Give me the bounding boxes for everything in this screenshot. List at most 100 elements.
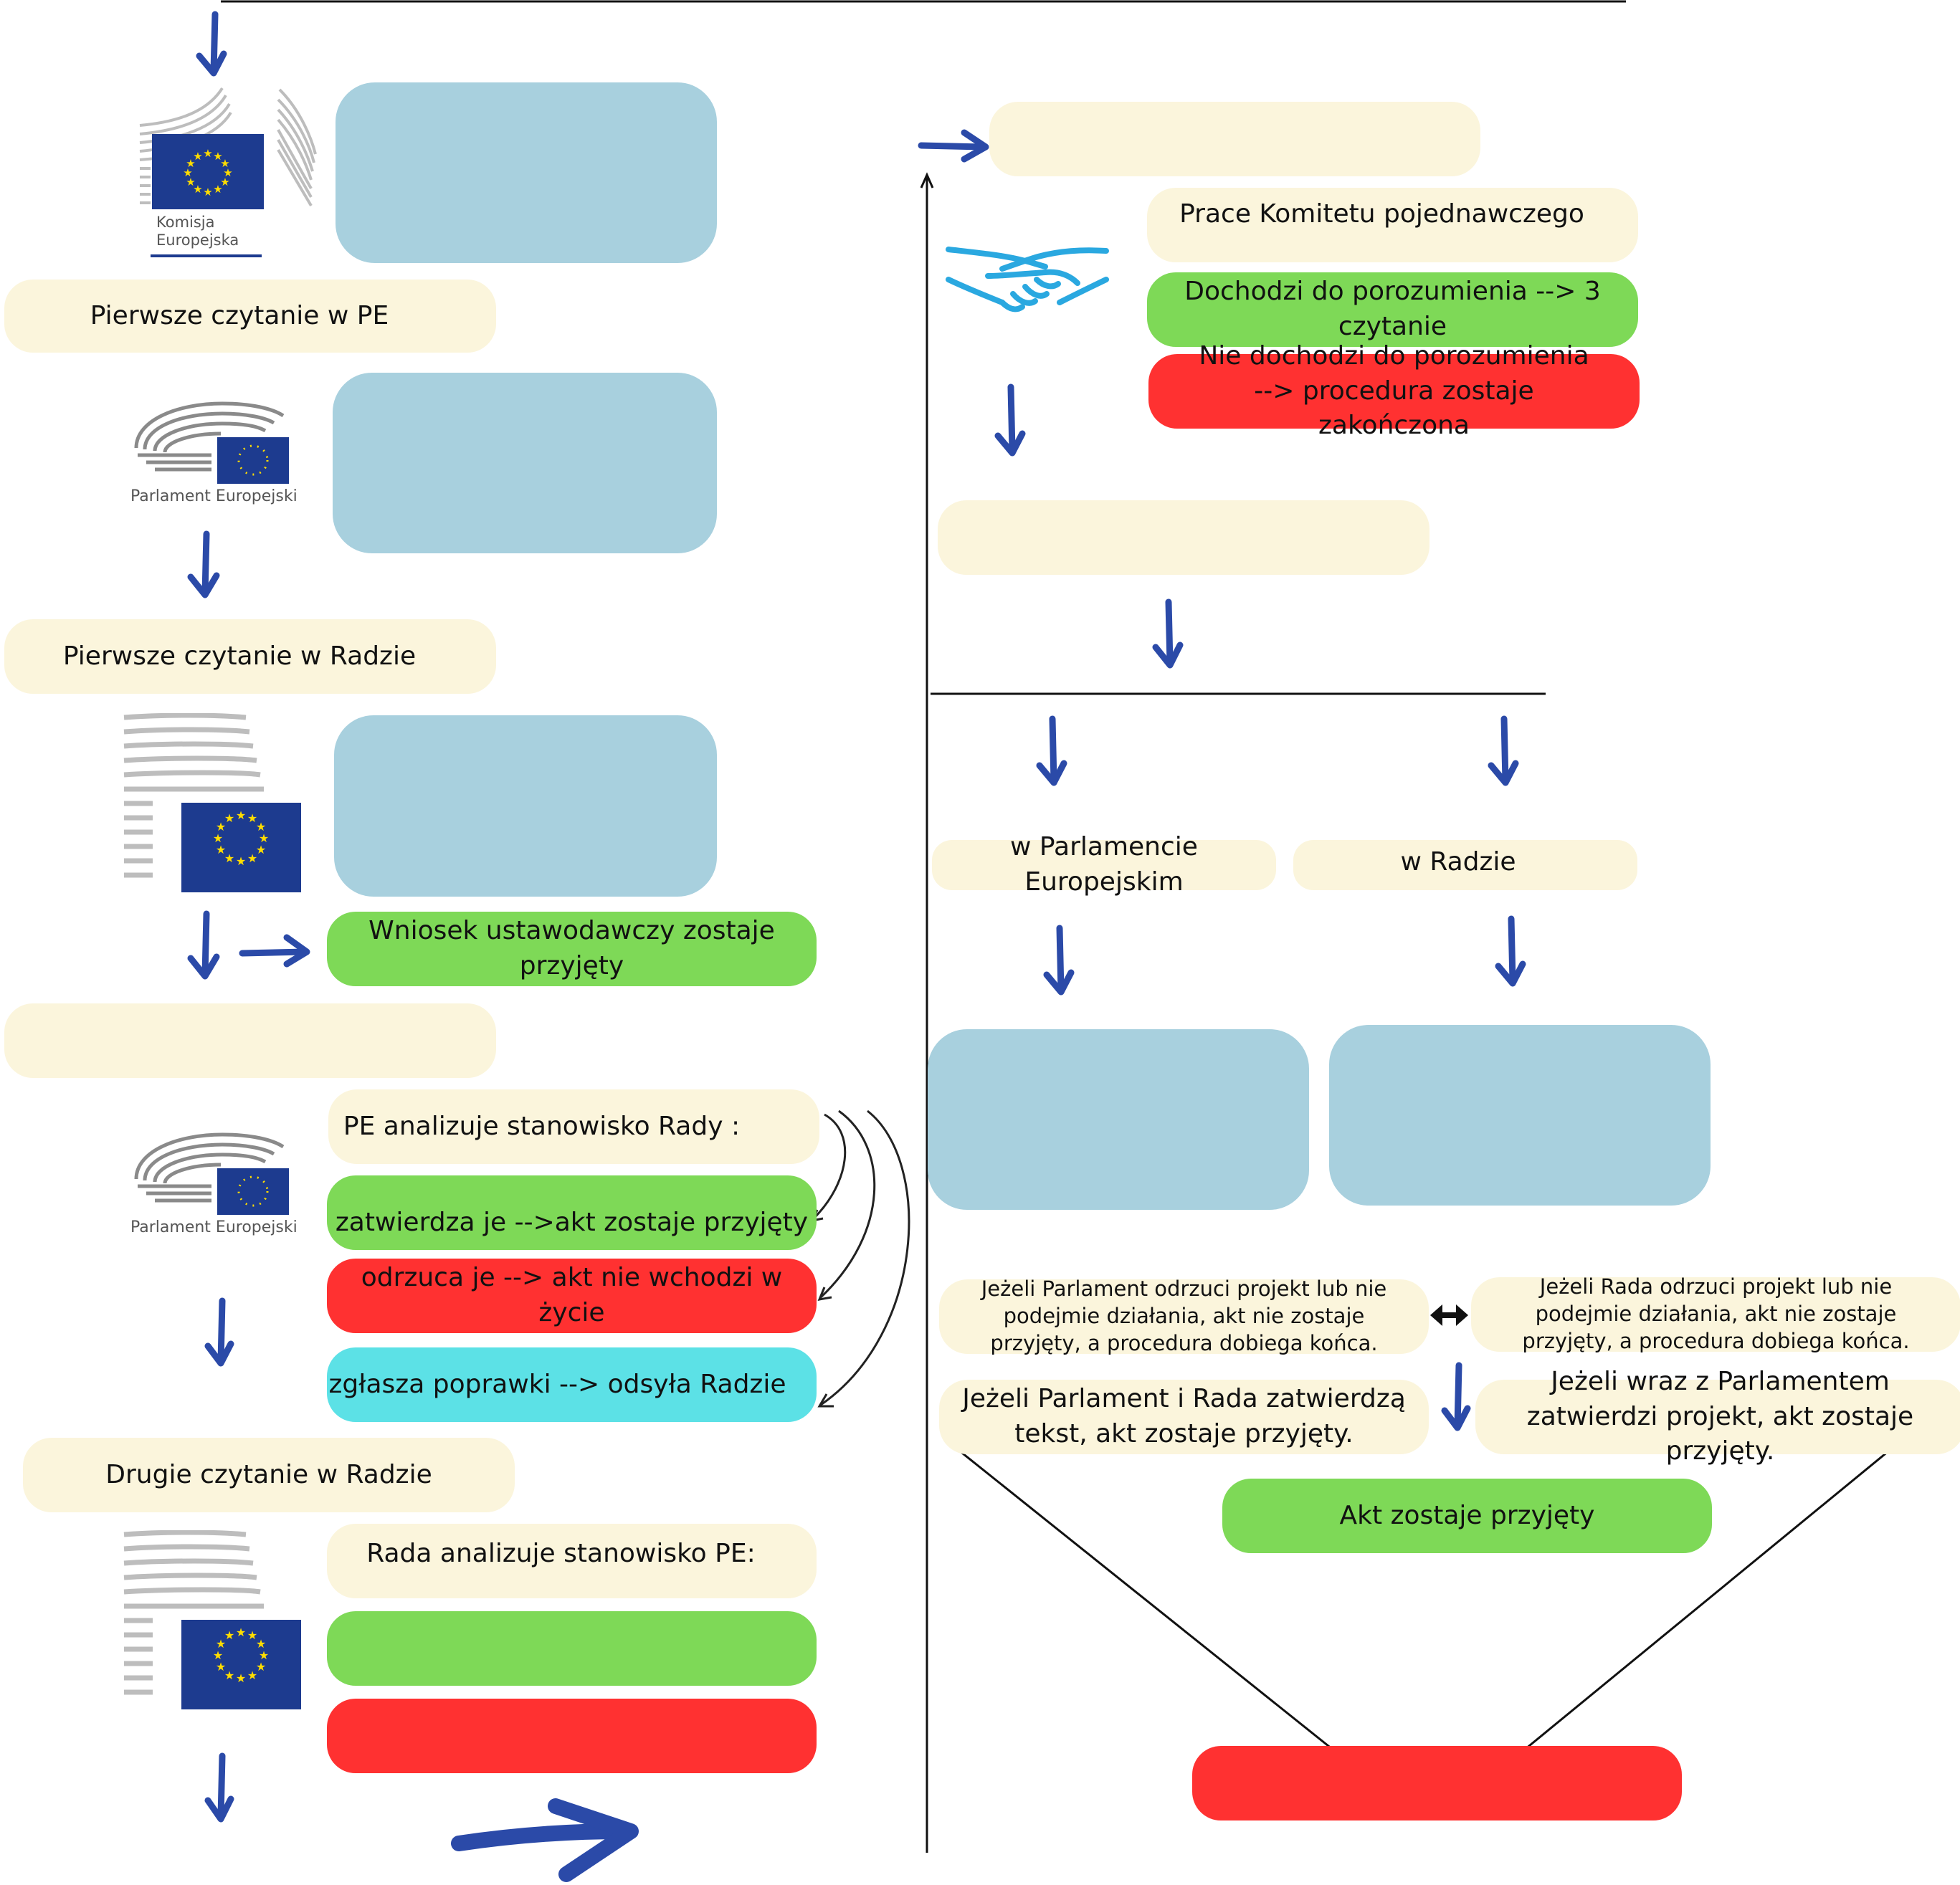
council-analyses-box: Rada analizuje stanowisko PE: (327, 1524, 817, 1598)
svg-text:★: ★ (216, 843, 226, 856)
svg-text:★: ★ (216, 1637, 226, 1651)
commission-building-icon: ★★★ ★★★ ★★★ ★★★ (139, 87, 317, 257)
second-reading-council-box: Drugie czytanie w Radzie (23, 1438, 515, 1512)
svg-text:★: ★ (259, 1648, 269, 1662)
placeholder-parliament-box (333, 373, 717, 553)
council-rejects-label: Jeżeli Rada odrzuci projekt lub nie pode… (1522, 1274, 1910, 1353)
european-parliament-logo: Parlament Europejski (129, 398, 301, 512)
rejects-box: odrzuca je --> akt nie wchodzi w życie (327, 1259, 817, 1333)
placeholder-council-vote-box (1329, 1025, 1711, 1206)
svg-text:★: ★ (256, 1637, 266, 1651)
svg-text:★: ★ (193, 183, 202, 196)
arrow-down-pe1 (187, 530, 220, 598)
council-option-red-box (327, 1699, 817, 1773)
second-reading-pe-box (4, 1003, 496, 1078)
european-parliament-logo-2: Parlament Europejski (129, 1129, 301, 1244)
svg-text:★: ★ (236, 854, 246, 868)
svg-text:★: ★ (256, 820, 266, 834)
arrow-down-middle (1441, 1362, 1471, 1431)
svg-text:★: ★ (203, 147, 212, 160)
amends-label: zgłasza poprawki --> odsyła Radzie (328, 1369, 786, 1399)
parliament-hemicycle-icon-2 (134, 1132, 289, 1215)
in-council-label: w Radzie (1400, 846, 1516, 877)
arrow-down-top (196, 11, 227, 77)
svg-text:★: ★ (183, 166, 192, 179)
council-of-eu-logo-2: ★★★ ★★★ ★★★ ★★★ (120, 1530, 303, 1709)
pe-analyses-label: PE analizuje stanowisko Rady : (343, 1111, 741, 1141)
svg-text:★: ★ (223, 166, 232, 179)
council-building-icon-2: ★★★ ★★★ ★★★ ★★★ (123, 1530, 301, 1709)
parliament-hemicycle-icon (134, 401, 289, 484)
council-rejects-box: Jeżeli Rada odrzuci projekt lub nie pode… (1471, 1274, 1960, 1353)
handshake-icon (945, 237, 1110, 330)
svg-text:★: ★ (236, 1671, 246, 1685)
svg-text:★: ★ (259, 831, 269, 845)
agreement-box: Dochodzi do porozumienia --> 3 czytanie (1147, 272, 1638, 347)
svg-text:★: ★ (213, 831, 223, 845)
converge-left-line (955, 1446, 1333, 1750)
in-parliament-box: w Parlamencie Europejskim (932, 832, 1276, 897)
second-reading-council-label: Drugie czytanie w Radzie (105, 1459, 432, 1489)
svg-text:★: ★ (213, 150, 222, 163)
svg-text:★: ★ (247, 851, 257, 865)
svg-text:★: ★ (216, 820, 226, 834)
svg-text:★: ★ (186, 176, 195, 188)
svg-text:★: ★ (213, 1648, 223, 1662)
arrow-down-branch-left (1036, 715, 1067, 786)
commission-logo-line2: Europejska (156, 232, 239, 249)
curved-arrows (810, 1109, 910, 1408)
arrow-down-council2 (204, 1752, 234, 1823)
commission-logo-line1: Komisja (156, 214, 215, 231)
parliament-rejects-label: Jeżeli Parlament odrzuci projekt lub nie… (981, 1276, 1387, 1355)
placeholder-commission-box (336, 82, 717, 263)
svg-text:★: ★ (220, 157, 229, 170)
svg-text:★: ★ (236, 1626, 246, 1639)
double-arrow (1430, 1304, 1468, 1326)
first-reading-council-box: Pierwsze czytanie w Radzie (4, 619, 496, 694)
first-reading-pe-box: Pierwsze czytanie w PE (4, 280, 496, 353)
in-council-box: w Radzie (1293, 840, 1637, 890)
arrow-right-proposal (239, 934, 310, 968)
amends-box: zgłasza poprawki --> odsyła Radzie (327, 1347, 817, 1422)
european-commission-logo: ★★★ ★★★ ★★★ ★★★ Komisja Europejska (136, 82, 330, 262)
arrow-down-third (1152, 598, 1184, 669)
arrow-down-council1 (187, 910, 220, 980)
parliament-rejects-box: Jeżeli Parlament odrzuci projekt lub nie… (939, 1276, 1429, 1355)
council-building-icon: ★★★ ★★★ ★★★ ★★★ (123, 712, 301, 892)
converge-right-line (1525, 1446, 1893, 1750)
arrow-down-parliament (1043, 925, 1075, 996)
approves-box: zatwierdza je -->akt zostaje przyjęty (327, 1175, 817, 1250)
arrow-down-council3 (1495, 915, 1526, 987)
proposal-adopted-box: Wniosek ustawodawczy zostaje przyjęty (327, 912, 817, 986)
arrow-down-handshake (994, 383, 1026, 457)
return-line-head (920, 172, 934, 188)
rejects-label: odrzuca je --> akt nie wchodzi w życie (361, 1263, 783, 1327)
svg-text:★: ★ (247, 1628, 257, 1642)
first-reading-pe-label: Pierwsze czytanie w PE (90, 300, 389, 330)
svg-text:★: ★ (224, 1669, 234, 1682)
first-reading-council-label: Pierwsze czytanie w Radzie (62, 641, 417, 671)
both-approve-box: Jeżeli Parlament i Rada zatwierdzą tekst… (939, 1380, 1429, 1454)
pe-analyses-box: PE analizuje stanowisko Rady : (328, 1089, 819, 1164)
svg-text:★: ★ (247, 811, 257, 825)
svg-text:★: ★ (224, 811, 234, 825)
arrow-right-topbox (918, 129, 989, 163)
parliament-logo-text-2: Parlament Europejski (130, 1218, 298, 1236)
in-parliament-label: w Parlamencie Europejskim (1010, 832, 1198, 897)
council-with-parliament-box: Jeżeli wraz z Parlamentem zatwierdzi pro… (1475, 1367, 1960, 1466)
arrow-down-pe2 (204, 1297, 234, 1367)
svg-text:★: ★ (216, 1660, 226, 1674)
svg-text:★: ★ (186, 157, 195, 170)
both-approve-label: Jeżeli Parlament i Rada zatwierdzą tekst… (962, 1384, 1406, 1449)
svg-text:★: ★ (256, 1660, 266, 1674)
no-agreement-box: Nie dochodzi do porozumienia --> procedu… (1148, 341, 1640, 440)
placeholder-council-box (334, 715, 717, 897)
council-option-green-box (327, 1611, 817, 1686)
approves-label: zatwierdza je -->akt zostaje przyjęty (335, 1207, 809, 1237)
act-adopted-box: Akt zostaje przyjęty (1222, 1479, 1712, 1553)
svg-text:★: ★ (224, 851, 234, 865)
big-arrow-right (451, 1798, 639, 1882)
arrow-down-branch-right (1488, 715, 1519, 786)
committee-work-label: Prace Komitetu pojednawczego (1179, 199, 1584, 229)
proposal-adopted-label: Wniosek ustawodawczy zostaje przyjęty (368, 916, 775, 980)
